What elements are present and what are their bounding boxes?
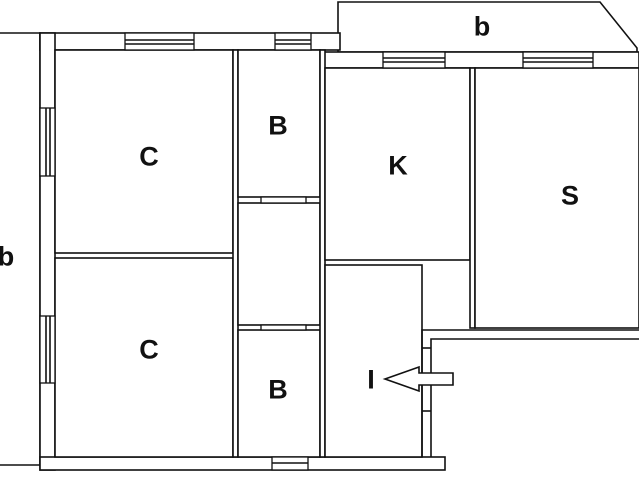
label-kitchen: K [388,150,408,181]
room-bedroom-bottom [54,257,234,458]
label-balcony-left: b [0,241,15,272]
label-entrance: I [367,364,375,395]
wall-bottom [39,456,446,471]
room-bath-bottom [237,329,321,458]
label-bath-bottom: B [268,374,288,405]
windows [39,32,594,471]
label-balcony-top: b [473,11,491,42]
label-bedroom-bottom: C [139,334,159,365]
wall-entrance-inner [430,338,639,457]
entrance-arrow-icon [382,365,454,393]
room-entrance [324,264,423,458]
label-bedroom-top: C [139,141,159,172]
room-kitchen [324,67,471,261]
label-living: S [560,180,580,211]
wall-left [39,32,56,471]
room-living [474,67,639,329]
label-bath-top: B [268,110,288,141]
room-hall [237,202,321,326]
wall-entrance-outer [421,329,639,457]
